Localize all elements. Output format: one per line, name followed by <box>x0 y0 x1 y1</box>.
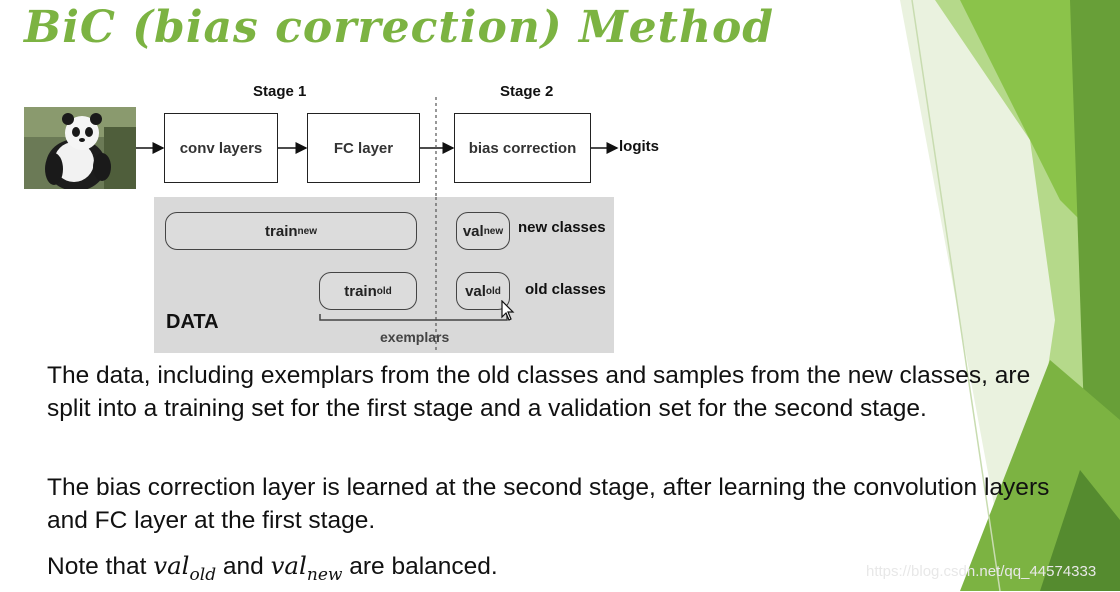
data-label: DATA <box>166 311 219 333</box>
train-old-sub: old <box>376 285 392 297</box>
slide-title: BiC (bias correction) Method <box>24 2 775 53</box>
train-new-sub: new <box>297 225 317 237</box>
paragraph-1: The data, including exemplars from the o… <box>47 362 1031 422</box>
paragraph-3: Note that valold and valnew are balanced… <box>47 549 1057 592</box>
deco-shape-bottom2 <box>1040 470 1120 591</box>
math-val-old-sub: old <box>189 564 217 585</box>
old-classes-label: old classes <box>525 281 606 298</box>
conv-layers-box: conv layers <box>164 113 278 183</box>
exemplars-label: exemplars <box>380 329 450 345</box>
deco-line <box>911 0 1001 591</box>
p3-suffix: are balanced. <box>342 553 498 580</box>
fc-layer-box: FC layer <box>307 113 420 183</box>
math-val-old-base: val <box>153 551 190 580</box>
exemplars-bracket <box>319 314 508 321</box>
stage-1-label: Stage 1 <box>253 83 307 100</box>
math-val-new-base: val <box>270 551 307 580</box>
train-new-base: train <box>265 222 298 240</box>
math-val-new: valnew <box>270 551 343 585</box>
val-old-base: val <box>465 282 486 300</box>
math-val-new-sub: new <box>306 564 343 585</box>
logits-label: logits <box>619 138 659 155</box>
p3-prefix: Note that <box>47 553 154 580</box>
mouse-cursor-icon <box>501 300 515 321</box>
math-val-old: valold <box>153 551 216 585</box>
panda-image <box>24 107 136 189</box>
val-old-sub: old <box>485 285 501 297</box>
watermark: https://blog.csdn.net/qq_44574333 <box>866 563 1097 580</box>
stage-2-label: Stage 2 <box>500 83 554 100</box>
bias-correction-box: bias correction <box>454 113 591 183</box>
val-new-base: val <box>462 222 484 240</box>
val-new-sub: new <box>483 225 504 237</box>
new-classes-label: new classes <box>518 219 606 236</box>
train-old-base: train <box>344 282 377 300</box>
paragraph-2: The bias correction layer is learned at … <box>47 474 1050 534</box>
p3-mid: and <box>216 553 271 580</box>
